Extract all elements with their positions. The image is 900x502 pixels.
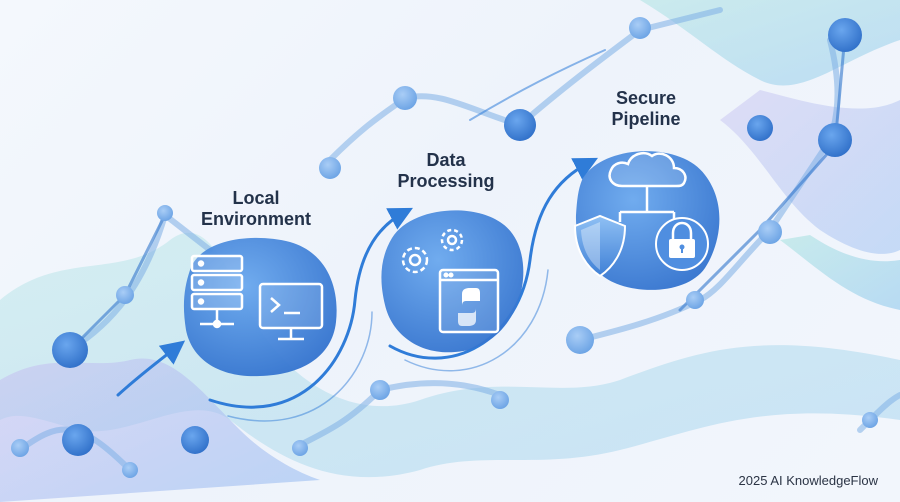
python-window-icon: [438, 268, 500, 334]
shield-icon: [573, 214, 627, 278]
arrow-data-to-secure: [388, 157, 599, 360]
terminal-monitor-icon: [258, 282, 324, 341]
cloud-network-icon: [608, 152, 687, 222]
footer-credit: 2025 AI KnowledgeFlow: [738, 473, 878, 488]
stage-label-data-processing: Data Processing: [397, 150, 495, 191]
server-rack-icon: [190, 254, 244, 329]
arrow-intro: [116, 340, 186, 397]
stage-label-local-environment: Local Environment: [200, 188, 311, 229]
gears-icon: [401, 228, 464, 274]
network-node: [52, 18, 862, 456]
arrow-local-to-data: [208, 207, 413, 409]
lock-icon: [655, 217, 709, 271]
stage-label-secure-pipeline: Secure Pipeline: [611, 88, 681, 129]
arrow-upper: [469, 49, 606, 121]
